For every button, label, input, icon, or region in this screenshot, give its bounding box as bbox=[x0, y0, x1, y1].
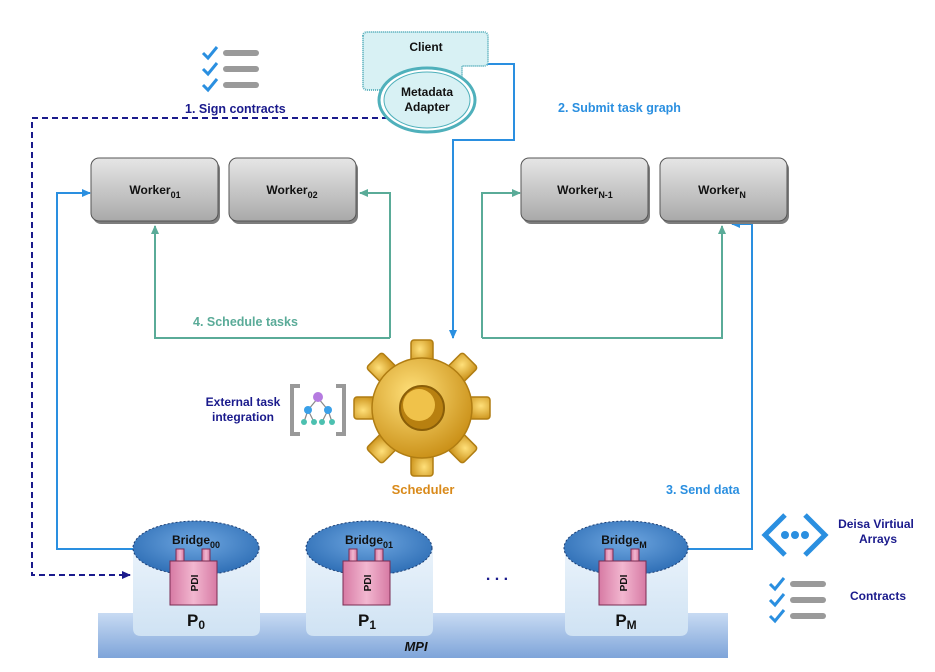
submit-task-graph-connector bbox=[449, 63, 515, 339]
external-task-label-line1: External task bbox=[206, 395, 281, 409]
schedule-to-workerN1-connector bbox=[481, 189, 521, 338]
legend-deisa-label-line2: Arrays bbox=[859, 532, 897, 546]
svg-text:WorkerN: WorkerN bbox=[698, 183, 746, 200]
metadata-adapter-label-line2: Adapter bbox=[404, 100, 450, 114]
bridge-01-label: Bridge bbox=[345, 533, 383, 547]
legend-contracts-label: Contracts bbox=[850, 589, 906, 603]
checklist-icon bbox=[201, 46, 259, 93]
pdi-block: PDI bbox=[169, 548, 218, 606]
scheduler-label: Scheduler bbox=[392, 482, 455, 497]
svg-text:Bridge01: Bridge01 bbox=[345, 533, 393, 550]
worker-n-subscript: N bbox=[739, 190, 746, 200]
worker-n-label: Worker bbox=[698, 183, 739, 197]
submit-task-graph-label: 2. Submit task graph bbox=[558, 101, 681, 115]
external-task-label-line2: integration bbox=[212, 410, 274, 424]
schedule-tasks-label: 4. Schedule tasks bbox=[193, 315, 298, 329]
worker-01-label: Worker bbox=[129, 183, 170, 197]
bridge-to-worker01-connector bbox=[56, 189, 135, 550]
pdi-label: PDI bbox=[190, 574, 201, 591]
pdi-label: PDI bbox=[363, 574, 374, 591]
svg-text:P1: P1 bbox=[358, 611, 376, 632]
svg-text:BridgeM: BridgeM bbox=[601, 533, 647, 550]
pdi-block: PDI bbox=[598, 548, 647, 606]
pm-subscript: M bbox=[627, 618, 637, 632]
bridge-01-subscript: 01 bbox=[383, 540, 393, 550]
process-p1: Bridge01 PDI P1 bbox=[305, 520, 433, 636]
pdi-block: PDI bbox=[342, 548, 391, 606]
bridge-m-label: Bridge bbox=[601, 533, 639, 547]
client-label: Client bbox=[409, 40, 442, 54]
worker-01-subscript: 01 bbox=[171, 190, 181, 200]
pdi-label: PDI bbox=[619, 574, 630, 591]
sign-contracts-label: 1. Sign contracts bbox=[185, 102, 286, 116]
worker-n1-subscript: N-1 bbox=[598, 190, 613, 200]
process-p0: Bridge00 PDI P0 bbox=[132, 520, 260, 636]
worker-02-subscript: 02 bbox=[308, 190, 318, 200]
svg-text:Worker01: Worker01 bbox=[129, 183, 180, 200]
worker-02-node: Worker02 bbox=[228, 157, 358, 224]
p1-subscript: 1 bbox=[369, 618, 376, 632]
svg-text:Worker02: Worker02 bbox=[266, 183, 317, 200]
p1-label: P bbox=[358, 611, 369, 630]
send-data-connector bbox=[688, 220, 753, 550]
bridge-00-label: Bridge bbox=[172, 533, 210, 547]
metadata-adapter-node: Metadata Adapter bbox=[377, 66, 477, 134]
deisa-arrays-icon bbox=[761, 513, 829, 557]
svg-text:PM: PM bbox=[615, 611, 636, 632]
task-graph-icon bbox=[290, 384, 346, 436]
schedule-tasks-connector-left bbox=[151, 225, 390, 339]
bridge-m-subscript: M bbox=[639, 540, 647, 550]
pm-label: P bbox=[615, 611, 626, 630]
worker-n-node: WorkerN bbox=[659, 157, 789, 224]
svg-text:Bridge00: Bridge00 bbox=[172, 533, 220, 550]
send-data-label: 3. Send data bbox=[666, 483, 741, 497]
bridge-00-subscript: 00 bbox=[210, 540, 220, 550]
process-pm: BridgeM PDI PM bbox=[563, 520, 689, 636]
metadata-adapter-label-line1: Metadata bbox=[401, 85, 453, 99]
worker-n1-node: WorkerN-1 bbox=[520, 157, 650, 224]
ellipsis: . . . bbox=[486, 567, 508, 584]
mpi-label: MPI bbox=[404, 639, 428, 654]
checklist-icon bbox=[768, 577, 826, 624]
schedule-tasks-connector-right bbox=[482, 225, 726, 339]
p0-label: P bbox=[187, 611, 198, 630]
sign-contracts-connector bbox=[31, 117, 388, 579]
svg-text:P0: P0 bbox=[187, 611, 205, 632]
worker-01-node: Worker01 bbox=[90, 157, 220, 224]
svg-text:WorkerN-1: WorkerN-1 bbox=[557, 183, 613, 200]
worker-n1-label: Worker bbox=[557, 183, 598, 197]
p0-subscript: 0 bbox=[198, 618, 205, 632]
worker-02-label: Worker bbox=[266, 183, 307, 197]
schedule-to-worker02-connector bbox=[359, 189, 391, 338]
legend-deisa-label-line1: Deisa Virtiual bbox=[838, 517, 914, 531]
gear-icon bbox=[353, 339, 491, 477]
